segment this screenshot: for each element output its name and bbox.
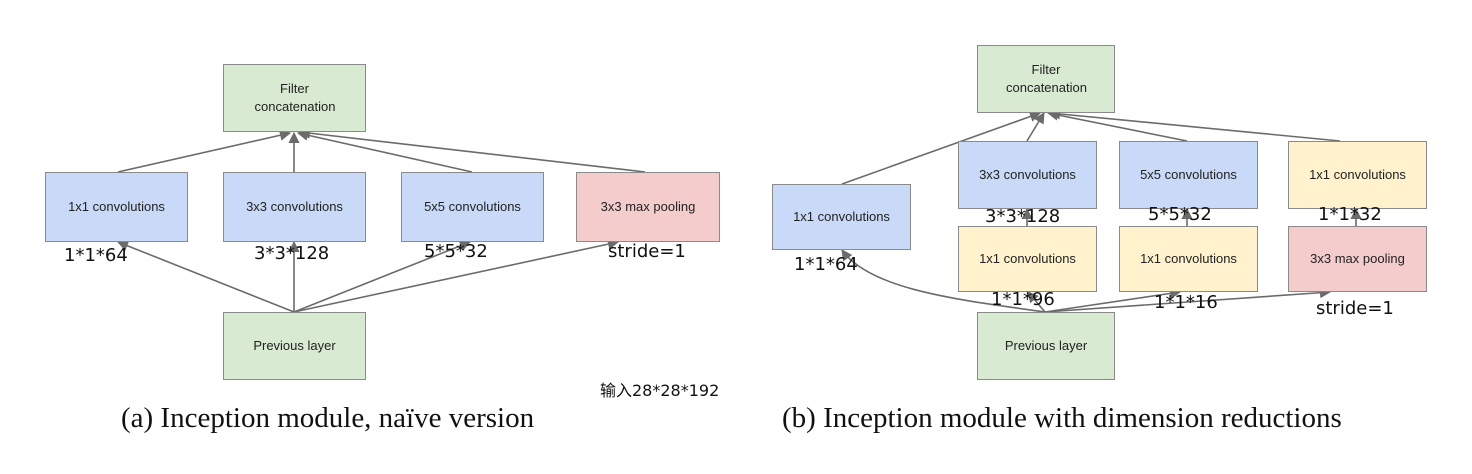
a-previous-layer: Previous layer [223, 312, 366, 380]
b-annotation-3x3: 3*3*128 [985, 206, 1061, 227]
b-previous-layer-label: Previous layer [1004, 338, 1088, 354]
b-filter-concatenation-label: Filter concatenation [1006, 62, 1087, 95]
b-conv-5x5-label: 5x5 convolutions [1140, 167, 1237, 183]
arrow-b-prev-to-pool [1044, 287, 1332, 313]
b-annotation-1x1: 1*1*64 [794, 254, 858, 275]
arrow-a-1x1-to-concat [117, 129, 292, 173]
arrow-a-prev-to-1x1 [116, 240, 295, 313]
a-conv-1x1-label: 1x1 convolutions [68, 199, 165, 215]
a-conv-1x1: 1x1 convolutions [45, 172, 188, 242]
b-max-pooling-label: 3x3 max pooling [1310, 251, 1405, 267]
a-conv-3x3-label: 3x3 convolutions [246, 199, 343, 215]
a-annotation-3x3: 3*3*128 [254, 243, 330, 264]
a-filter-concatenation: Filter concatenation [223, 64, 366, 132]
a-annotation-stride: stride=1 [608, 241, 686, 262]
arrow-b-prev-to-reduce3 [1027, 291, 1046, 313]
b-conv-1x1-label: 1x1 convolutions [793, 209, 890, 225]
a-filter-concatenation-label: Filter concatenation [254, 81, 336, 114]
arrow-b-prev-to-reduce5 [1044, 287, 1182, 313]
arrow-b-1x1r-to-concat [1048, 108, 1341, 142]
b-conv-1x1-after-pool-label: 1x1 convolutions [1309, 167, 1406, 183]
b-annotation-1x1-right: 1*1*32 [1318, 204, 1382, 225]
arrow-b-3x3-to-concat [1026, 112, 1045, 142]
arrow-a-prev-to-pool [293, 238, 620, 313]
b-annotation-stride: stride=1 [1316, 298, 1394, 319]
a-input-note: 输入28*28*192 [600, 381, 720, 400]
a-caption: (a) Inception module, naïve version [121, 402, 535, 434]
b-annotation-5x5: 5*5*32 [1148, 204, 1212, 225]
b-previous-layer: Previous layer [977, 312, 1115, 380]
b-conv-3x3: 3x3 convolutions [958, 141, 1097, 209]
arrow-b-prev-to-1x1 [841, 249, 1046, 313]
a-annotation-5x5: 5*5*32 [424, 241, 488, 262]
b-reduce-5x5: 1x1 convolutions [1119, 226, 1258, 292]
arrow-a-5x5-to-concat [296, 129, 473, 173]
b-conv-1x1: 1x1 convolutions [772, 184, 911, 250]
b-conv-1x1-after-pool: 1x1 convolutions [1288, 141, 1427, 209]
arrow-b-5x5-to-concat [1046, 109, 1188, 142]
a-previous-layer-label: Previous layer [253, 338, 336, 354]
a-conv-5x5: 5x5 convolutions [401, 172, 544, 242]
arrow-a-pool-to-concat [298, 127, 646, 173]
a-max-pooling-label: 3x3 max pooling [600, 199, 696, 215]
a-annotation-1x1: 1*1*64 [64, 245, 128, 266]
b-filter-concatenation: Filter concatenation [977, 45, 1115, 113]
arrow-a-prev-to-5x5 [293, 240, 472, 313]
a-max-pooling: 3x3 max pooling [576, 172, 720, 242]
b-conv-5x5: 5x5 convolutions [1119, 141, 1258, 209]
b-caption: (b) Inception module with dimension redu… [782, 402, 1342, 434]
b-annotation-reduce-3x3: 1*1*96 [991, 289, 1055, 310]
b-annotation-reduce-5x5: 1*1*16 [1154, 292, 1218, 313]
a-conv-5x5-label: 5x5 convolutions [424, 199, 521, 215]
b-reduce-5x5-label: 1x1 convolutions [1140, 251, 1237, 267]
b-reduce-3x3: 1x1 convolutions [958, 226, 1097, 292]
b-conv-3x3-label: 3x3 convolutions [979, 167, 1076, 183]
arrow-b-1x1-to-concat [841, 111, 1042, 185]
b-max-pooling: 3x3 max pooling [1288, 226, 1427, 292]
a-conv-3x3: 3x3 convolutions [223, 172, 366, 242]
b-reduce-3x3-label: 1x1 convolutions [979, 251, 1076, 267]
